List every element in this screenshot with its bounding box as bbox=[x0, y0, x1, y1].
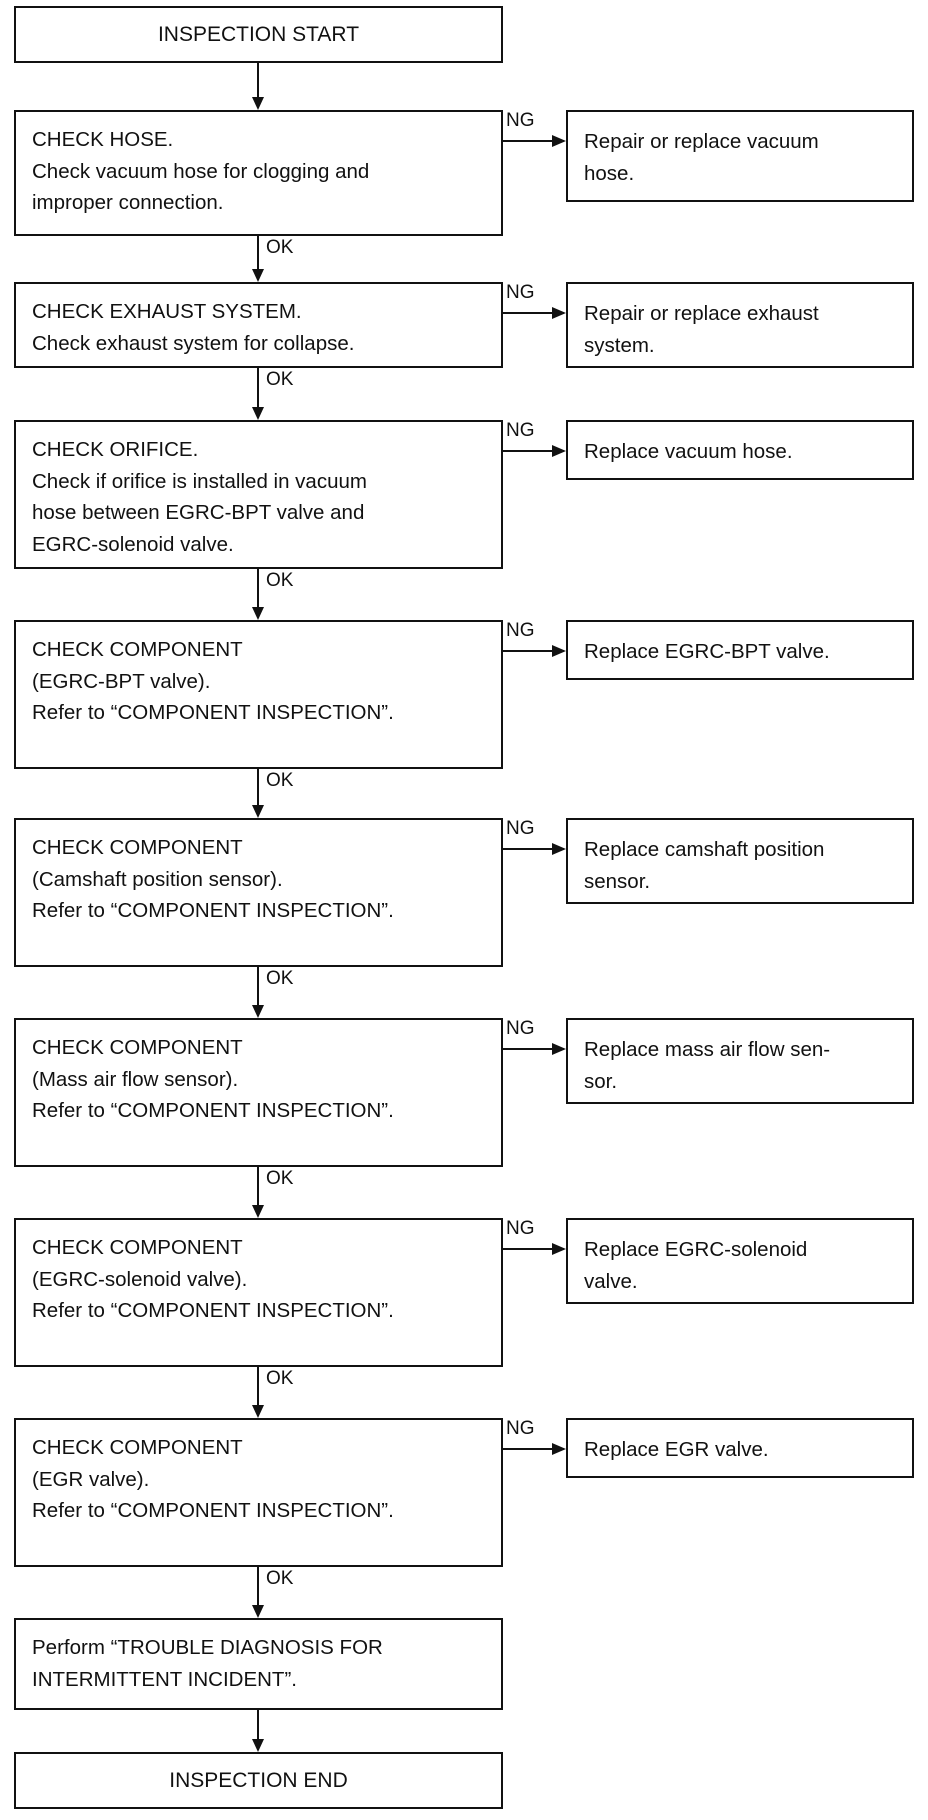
arrow-ng bbox=[552, 1043, 566, 1055]
check-step-box-line: Refer to “COMPONENT INSPECTION”. bbox=[32, 1099, 394, 1122]
final-step-box: Perform “TROUBLE DIAGNOSIS FOR INTERMITTE… bbox=[14, 1618, 503, 1710]
check-step-box-line: (EGRC-BPT valve). bbox=[32, 669, 211, 693]
check-step-box-line: Check if orifice is installed in vacuum bbox=[32, 469, 367, 493]
ok-label: OK bbox=[266, 237, 294, 258]
check-step-box: CHECK COMPONENT (EGR valve). Refer to “COM… bbox=[14, 1418, 503, 1567]
ng-action-box: Replace mass air flow sen-sor. bbox=[566, 1018, 914, 1104]
start-label: INSPECTION START bbox=[157, 22, 360, 46]
ng-action-box: Repair or replace vacuum hose. bbox=[566, 110, 914, 202]
end-label: INSPECTION END bbox=[169, 1768, 348, 1792]
arrow-ng bbox=[552, 645, 566, 657]
check-step-box-line: CHECK COMPONENT bbox=[32, 1436, 243, 1459]
check-step-box-line: (Camshaft position sensor). bbox=[32, 867, 283, 891]
check-step-box-line: improper connection. bbox=[32, 191, 224, 214]
ok-label: OK bbox=[266, 1368, 294, 1389]
ng-action-box-line: Repair or replace exhaust bbox=[584, 302, 819, 325]
ng-action-box: Replace camshaft position sensor. bbox=[566, 818, 914, 904]
ng-action-box: Replace EGRC-solenoid valve. bbox=[566, 1218, 914, 1304]
final-step-box-line: INTERMITTENT INCIDENT”. bbox=[32, 1667, 297, 1691]
check-step-box-line: Refer to “COMPONENT INSPECTION”. bbox=[32, 1499, 394, 1522]
check-step-box-line: CHECK HOSE. bbox=[32, 128, 174, 151]
ng-action-box-line: hose. bbox=[584, 161, 635, 185]
check-step-box-line: Check vacuum hose for clogging and bbox=[32, 159, 370, 183]
final-step-box-line: Perform “TROUBLE DIAGNOSIS FOR bbox=[32, 1636, 383, 1659]
check-step-box-line: CHECK COMPONENT bbox=[32, 1036, 243, 1059]
check-step-box: CHECK HOSE. Check vacuum hose for cloggin… bbox=[14, 110, 503, 236]
check-step-box-line: (Mass air flow sensor). bbox=[32, 1067, 239, 1091]
check-step-box-line: Refer to “COMPONENT INSPECTION”. bbox=[32, 899, 394, 922]
ng-label: NG bbox=[506, 1018, 535, 1039]
ng-label: NG bbox=[506, 420, 535, 441]
check-step-box: CHECK COMPONENT (EGRC-BPT valve). Refer to… bbox=[14, 620, 503, 769]
arrow-ok bbox=[252, 1405, 264, 1418]
ok-label: OK bbox=[266, 369, 294, 390]
check-step-box-line: EGRC-solenoid valve. bbox=[32, 532, 234, 556]
ok-label: OK bbox=[266, 570, 294, 591]
ng-action-box-line: sor. bbox=[584, 1069, 618, 1093]
ng-action-box-line: system. bbox=[584, 333, 655, 357]
ng-label: NG bbox=[506, 620, 535, 641]
ok-label: OK bbox=[266, 968, 294, 989]
ng-action-box: Replace EGRC-BPT valve. bbox=[566, 620, 914, 680]
arrow-ng bbox=[552, 1443, 566, 1455]
arrow-ok bbox=[252, 1205, 264, 1218]
arrow-ok bbox=[252, 1605, 264, 1618]
check-step-box: CHECK ORIFICE. Check if orifice is instal… bbox=[14, 420, 503, 569]
check-step-box-line: (EGRC-solenoid valve). bbox=[32, 1267, 248, 1291]
check-step-box-line: CHECK COMPONENT bbox=[32, 836, 243, 859]
check-step-box-line: CHECK COMPONENT bbox=[32, 1236, 243, 1259]
arrow-ok bbox=[252, 269, 264, 282]
ng-action-box: Replace vacuum hose. bbox=[566, 420, 914, 480]
ok-label: OK bbox=[266, 770, 294, 791]
arrow-ng bbox=[552, 1243, 566, 1255]
ng-action-box-line: Replace EGRC-BPT valve. bbox=[584, 640, 830, 663]
arrow-ng bbox=[552, 307, 566, 319]
ng-label: NG bbox=[506, 1418, 535, 1439]
arrow-ok bbox=[252, 805, 264, 818]
ng-action-box: Replace EGR valve. bbox=[566, 1418, 914, 1478]
arrow-start bbox=[252, 97, 264, 110]
arrow-ng bbox=[552, 445, 566, 457]
arrow-ng bbox=[552, 843, 566, 855]
check-step-box: CHECK COMPONENT (Camshaft position sensor… bbox=[14, 818, 503, 967]
arrow-ng bbox=[552, 135, 566, 147]
check-step-box: CHECK EXHAUST SYSTEM. Check exhaust syste… bbox=[14, 282, 503, 368]
check-step-box-line: Check exhaust system for collapse. bbox=[32, 331, 355, 355]
ng-action-box-line: valve. bbox=[584, 1269, 638, 1293]
ok-label: OK bbox=[266, 1168, 294, 1189]
ng-action-box-line: Replace vacuum hose. bbox=[584, 440, 793, 463]
ok-label: OK bbox=[266, 1568, 294, 1589]
check-step-box: CHECK COMPONENT (Mass air flow sensor). Re… bbox=[14, 1018, 503, 1167]
ng-action-box-line: sensor. bbox=[584, 869, 651, 893]
start-box: INSPECTION START bbox=[14, 6, 503, 63]
check-step-box-line: Refer to “COMPONENT INSPECTION”. bbox=[32, 1299, 394, 1322]
check-step-box-line: hose between EGRC-BPT valve and bbox=[32, 501, 365, 524]
ng-label: NG bbox=[506, 1218, 535, 1239]
check-step-box-line: (EGR valve). bbox=[32, 1467, 150, 1491]
ng-action-box-line: Replace mass air flow sen- bbox=[584, 1038, 831, 1061]
ng-label: NG bbox=[506, 818, 535, 839]
ng-action-box-line: Replace EGRC-solenoid bbox=[584, 1238, 808, 1261]
check-step-box-line: CHECK ORIFICE. bbox=[32, 438, 199, 461]
arrow-ok bbox=[252, 407, 264, 420]
check-step-box-line: Refer to “COMPONENT INSPECTION”. bbox=[32, 701, 394, 724]
arrow-end bbox=[252, 1739, 264, 1752]
ng-action-box-line: Repair or replace vacuum bbox=[584, 130, 819, 153]
check-step-box: CHECK COMPONENT (EGRC-solenoid valve). Ref… bbox=[14, 1218, 503, 1367]
ng-action-box-line: Replace EGR valve. bbox=[584, 1438, 769, 1461]
check-step-box-line: CHECK EXHAUST SYSTEM. bbox=[32, 300, 302, 323]
arrow-ok bbox=[252, 1005, 264, 1018]
ng-label: NG bbox=[506, 282, 535, 303]
ng-action-box: Repair or replace exhaust system. bbox=[566, 282, 914, 368]
arrow-ok bbox=[252, 607, 264, 620]
check-step-box-line: CHECK COMPONENT bbox=[32, 638, 243, 661]
ng-label: NG bbox=[506, 110, 535, 131]
end-box: INSPECTION END bbox=[14, 1752, 503, 1809]
ng-action-box-line: Replace camshaft position bbox=[584, 838, 825, 861]
